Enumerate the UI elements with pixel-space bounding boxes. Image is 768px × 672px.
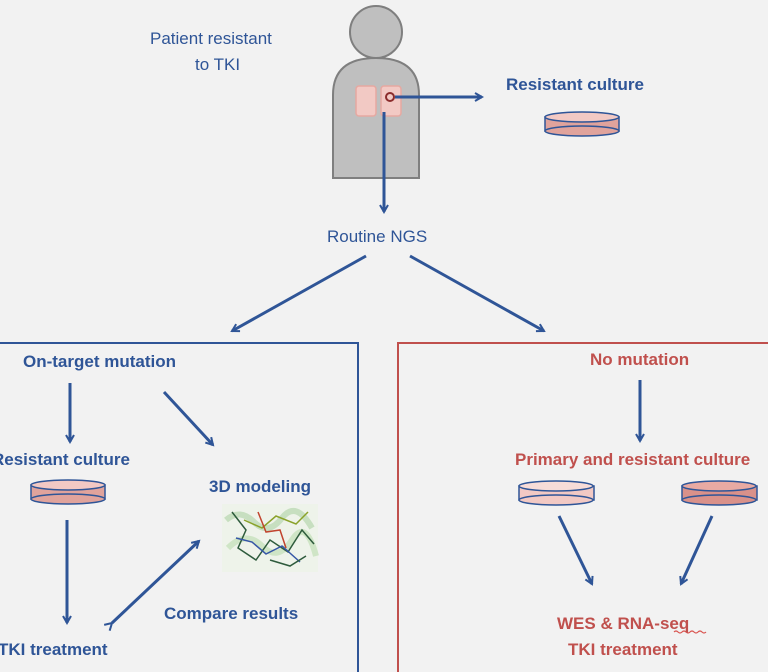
- arrow-to-no-mutation: [409, 254, 544, 333]
- arrow-resistant-to-wes: [681, 515, 714, 584]
- modeling-label: 3D modeling: [209, 477, 312, 496]
- right-cultures-label: Primary and resistant culture: [515, 450, 751, 469]
- lung-left: [355, 85, 377, 117]
- left-panel-title: On-target mutation: [23, 352, 176, 371]
- dish-resistant-right: [681, 480, 758, 506]
- ngs-label: Routine NGS: [327, 227, 428, 246]
- right-panel-title: No mutation: [590, 350, 690, 369]
- right-panel: [397, 342, 768, 672]
- arrow-to-modeling: [162, 390, 213, 445]
- top-culture-label: Resistant culture: [506, 75, 644, 94]
- patient-label-line1: Patient resistant: [150, 29, 272, 48]
- dish-primary: [518, 480, 595, 506]
- dish-resistant-top: [544, 111, 620, 137]
- patient-head: [349, 5, 403, 59]
- wes-label: WES & RNA-seq: [557, 614, 690, 633]
- spellcheck-underline: [673, 630, 707, 634]
- right-treatment-label: TKI treatment: [568, 640, 678, 659]
- left-treatment-label: TKI treatment: [0, 640, 108, 659]
- arrow-compare-double: [112, 541, 199, 623]
- patient-body: [332, 56, 420, 179]
- compare-label: Compare results: [164, 604, 299, 623]
- arrow-to-on-target: [232, 254, 367, 333]
- tumor-marker: [385, 92, 395, 102]
- arrow-primary-to-wes: [557, 515, 592, 584]
- molecular-model-image: [222, 504, 319, 572]
- patient-figure: [332, 5, 420, 179]
- left-culture-label: Resistant culture: [0, 450, 130, 469]
- dish-resistant-left: [30, 479, 106, 505]
- patient-label-line2: to TKI: [195, 55, 241, 74]
- left-panel: [0, 342, 359, 672]
